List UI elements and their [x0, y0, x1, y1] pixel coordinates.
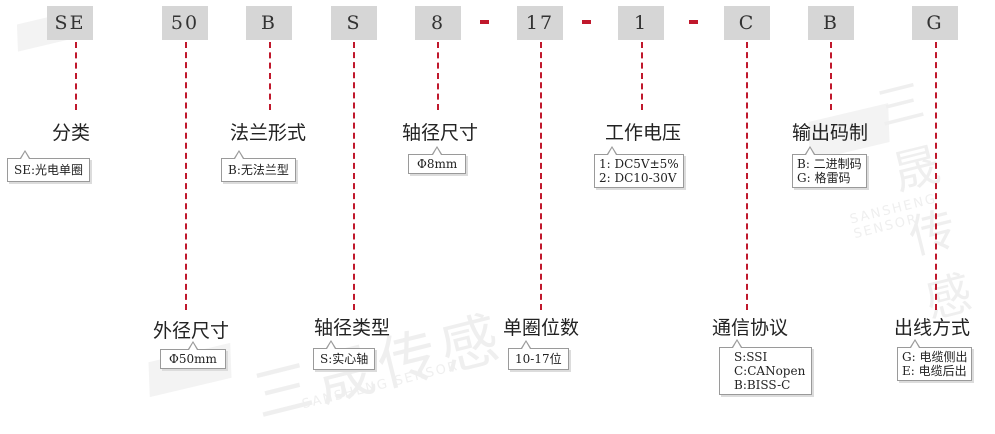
watermark-brand-text: 三晟传感 [246, 302, 512, 431]
option-text: S:SSI [734, 350, 768, 364]
callout-shaft-diameter: Φ8mm [408, 146, 467, 174]
code-box-working-voltage: 1 [618, 6, 664, 40]
connector-line [746, 42, 748, 310]
option-text: E: 电缆后出 [902, 364, 967, 378]
title-protocol: 通信协议 [712, 317, 789, 339]
option-text: 10-17位 [515, 352, 562, 366]
code-box-shaft-diameter: 8 [415, 6, 461, 40]
watermark-brand-text: 三晟传感 [871, 71, 984, 329]
callout-shaft-type: S:实心轴 [313, 340, 376, 370]
title-shaft-diameter: 轴径尺寸 [402, 122, 479, 144]
code-box-classification: SE [47, 6, 93, 40]
callout-classification: SE:光电单圈 [7, 150, 91, 182]
separator-dash [582, 20, 591, 24]
title-outer-diameter: 外径尺寸 [153, 320, 230, 342]
option-text: 2: DC10-30V [599, 171, 677, 185]
callout-output-code: B: 二进制码 G: 格雷码 [792, 146, 867, 188]
option-text: SE:光电单圈 [14, 163, 84, 177]
option-text: 1: DC5V±5% [599, 157, 679, 171]
callout-single-turn-bits: 10-17位 [508, 340, 569, 370]
option-text: S:实心轴 [320, 352, 369, 366]
code-box-shaft-type: S [331, 6, 377, 40]
callout-working-voltage: 1: DC5V±5% 2: DC10-30V [594, 146, 684, 188]
connector-line [641, 42, 643, 110]
callout-outer-diameter: Φ50mm [160, 341, 226, 369]
connector-line [75, 42, 77, 110]
code-box-output-code: B [808, 6, 854, 40]
code-box-outlet-mode: G [912, 6, 958, 40]
title-classification: 分类 [52, 122, 91, 144]
callout-protocol: S:SSI C:CANopen B:BISS-C [719, 339, 813, 395]
title-output-code: 输出码制 [792, 122, 869, 144]
option-text: Φ50mm [169, 352, 217, 366]
option-text: B:无法兰型 [228, 163, 289, 177]
title-outlet-mode: 出线方式 [894, 317, 971, 339]
option-text: G: 格雷码 [797, 171, 851, 185]
code-box-single-turn-bits: 17 [517, 6, 563, 40]
model-code-diagram: 三晟传感 SANSHENG SENSOR 三晟传感 SANSHENG SENSO… [7, 6, 984, 431]
option-text: Φ8mm [417, 157, 458, 171]
separator-dash [689, 20, 698, 24]
code-box-flange-form: B [246, 6, 292, 40]
option-text: B:BISS-C [734, 378, 791, 392]
code-box-protocol: C [724, 6, 770, 40]
separator-dash [480, 20, 489, 24]
watermark-brand-subtext: SANSHENG SENSOR [848, 191, 939, 243]
connector-line [353, 42, 355, 310]
option-text: B: 二进制码 [797, 157, 862, 171]
callout-outlet-mode: G: 电缆侧出 E: 电缆后出 [897, 339, 973, 381]
option-text: G: 电缆侧出 [902, 350, 968, 364]
connector-line [830, 42, 832, 110]
title-shaft-type: 轴径类型 [314, 317, 391, 339]
code-box-outer-diameter: 50 [162, 6, 208, 40]
connector-line [935, 42, 937, 310]
title-single-turn-bits: 单圈位数 [503, 317, 580, 339]
connector-line [540, 42, 542, 310]
option-text: C:CANopen [734, 364, 806, 378]
callout-flange-form: B:无法兰型 [221, 150, 296, 182]
title-working-voltage: 工作电压 [605, 122, 682, 144]
connector-line [269, 42, 271, 110]
connector-line [437, 42, 439, 110]
title-flange-form: 法兰形式 [230, 122, 307, 144]
connector-line [185, 42, 187, 310]
